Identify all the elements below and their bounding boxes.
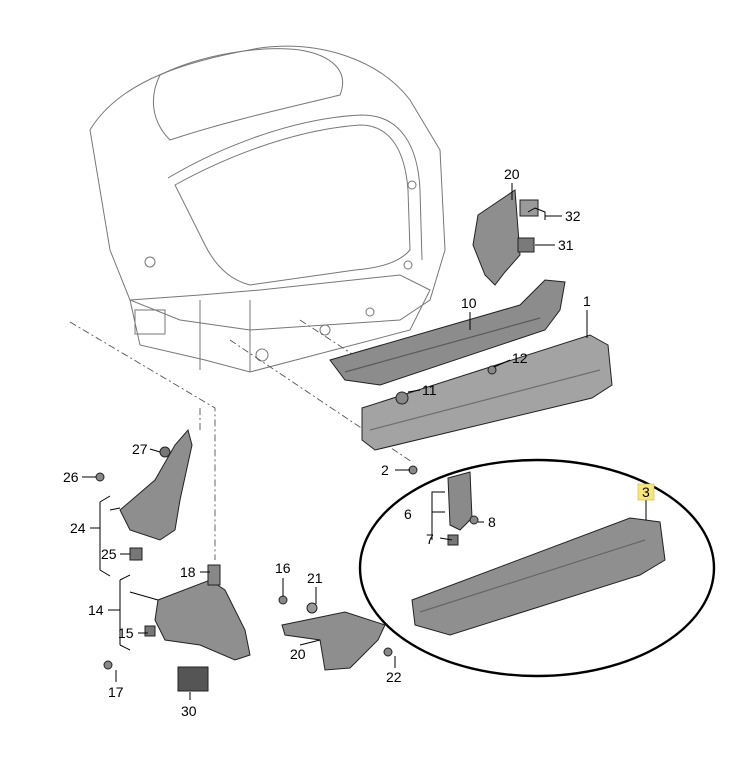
callout-25: 25 [101,546,117,562]
callout-16: 16 [275,560,291,576]
part-24-side-bracket [95,428,193,561]
part-1-bumper-beam [361,334,613,451]
callout-18: 18 [180,564,196,580]
callout-3: 3 [642,484,650,500]
callout-8: 8 [488,514,496,530]
part-14-mount-bracket [103,564,251,692]
callout-31: 31 [558,237,574,253]
fasteners [395,365,497,475]
callout-21: 21 [307,570,323,586]
callout-20-upper: 20 [504,166,520,182]
callout-1: 1 [583,293,591,309]
car-rear-body [89,45,446,373]
callout-3-highlight [637,483,655,501]
callout-10: 10 [461,295,477,311]
callout-11: 11 [422,382,437,398]
callout-22: 22 [386,669,402,685]
callout-2: 2 [381,462,389,478]
callout-27: 27 [132,441,148,457]
callout-17: 17 [108,684,124,700]
callout-20-lower: 20 [290,646,306,662]
callout-15: 15 [118,625,134,641]
callout-12: 12 [512,350,528,366]
leader-lines [82,183,647,700]
callout-7: 7 [426,531,434,547]
callout-32: 32 [565,208,581,224]
part-10-rail [329,279,566,386]
part-6-bracket [447,471,479,546]
callout-24: 24 [70,520,86,536]
callout-26: 26 [63,469,79,485]
highlight-ellipse [358,458,716,678]
callouts: 20 32 31 10 1 12 11 2 3 6 7 8 27 26 24 2… [63,166,655,719]
part-20-upper-bracket [472,189,546,286]
callout-14: 14 [88,602,104,618]
callout-30: 30 [181,703,197,719]
part-3-energy-absorber [411,517,666,636]
callout-6: 6 [404,506,412,522]
